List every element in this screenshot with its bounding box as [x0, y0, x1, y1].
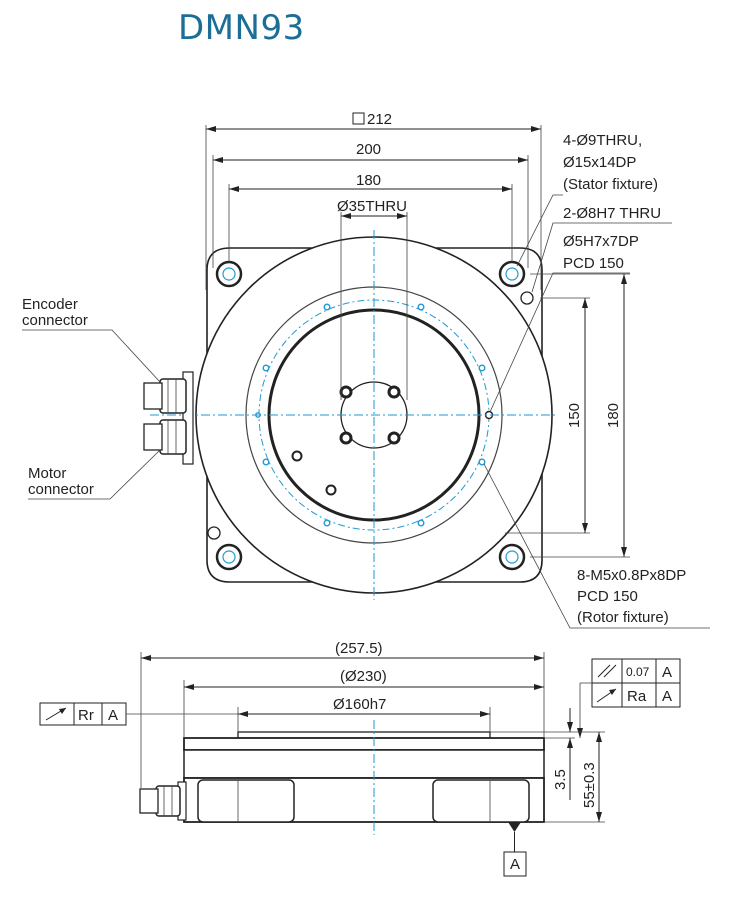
datum-a-symbol — [503, 822, 527, 877]
face-hole — [325, 484, 337, 496]
dim-bore — [340, 212, 408, 400]
motor-connector-label-2: connector — [28, 481, 94, 498]
stator-callout-2: Ø15x14DP — [563, 154, 636, 171]
dim-230 — [183, 680, 544, 738]
connector-block-top — [143, 371, 194, 465]
encoder-connector-label-1: Encoder — [22, 296, 78, 313]
fcf-right — [577, 658, 681, 738]
runout-left-datum: A — [108, 707, 118, 724]
dim-55 — [544, 731, 605, 823]
encoder-connector-label-2: connector — [22, 312, 88, 329]
dim-160 — [237, 707, 491, 732]
rotor-callout-2: PCD 150 — [577, 588, 638, 605]
two-holes-leader — [531, 222, 672, 293]
dim-bore-text: Ø35THRU — [337, 198, 407, 215]
dim-55-text: 55±0.3 — [581, 762, 598, 808]
encoder-leader — [22, 329, 161, 383]
dim-150-v-text: 150 — [566, 403, 583, 428]
connector-side — [139, 781, 187, 821]
dim-3-5 — [490, 708, 575, 800]
dim-160-text: Ø160h7 — [333, 696, 386, 713]
dim-257 — [140, 652, 545, 788]
dowel-hole — [207, 526, 221, 540]
pin-callout-2: PCD 150 — [563, 255, 624, 272]
rotor-fixture-holes — [255, 303, 494, 527]
dim-3-5-text: 3.5 — [552, 769, 569, 790]
motor-leader — [28, 449, 161, 500]
dim-200-text: 200 — [356, 141, 381, 158]
dim-212-text: 212 — [367, 111, 392, 128]
rotor-callout-1: 8-M5x0.8Px8DP — [577, 567, 686, 584]
dim-257-text: (257.5) — [335, 640, 383, 657]
fcf-runout-tol: Ra — [627, 688, 647, 705]
fcf-parallel-tol: 0.07 — [626, 665, 650, 679]
pin-leader — [489, 272, 630, 413]
two-holes-callout: 2-Ø8H7 THRU — [563, 205, 661, 222]
runout-fcf-left — [39, 702, 238, 726]
pin-callout-1: Ø5H7x7DP — [563, 233, 639, 250]
stator-leader — [516, 194, 563, 267]
runout-left-tol: Rr — [78, 707, 94, 724]
rotor-leader — [483, 463, 710, 629]
dim-150-v — [505, 297, 590, 534]
dim-180-h-text: 180 — [356, 172, 381, 189]
drawing-title: DMN93 — [178, 8, 305, 48]
face-hole — [291, 450, 303, 462]
motor-connector-label-1: Motor — [28, 465, 66, 482]
fcf-runout-datum: A — [662, 688, 672, 705]
datum-a-label: A — [510, 856, 520, 873]
rotor-callout-3: (Rotor fixture) — [577, 609, 669, 626]
dowel-hole — [520, 291, 534, 305]
side-view-body — [183, 731, 545, 823]
dim-200 — [212, 155, 529, 268]
dim-180-v-text: 180 — [605, 403, 622, 428]
stator-callout-1: 4-Ø9THRU, — [563, 132, 642, 149]
dim-180-h — [228, 184, 513, 262]
fcf-parallel-datum: A — [662, 664, 672, 681]
stator-callout-3: (Stator fixture) — [563, 176, 658, 193]
dim-230-text: (Ø230) — [340, 668, 387, 685]
dim-180-v — [530, 273, 630, 558]
